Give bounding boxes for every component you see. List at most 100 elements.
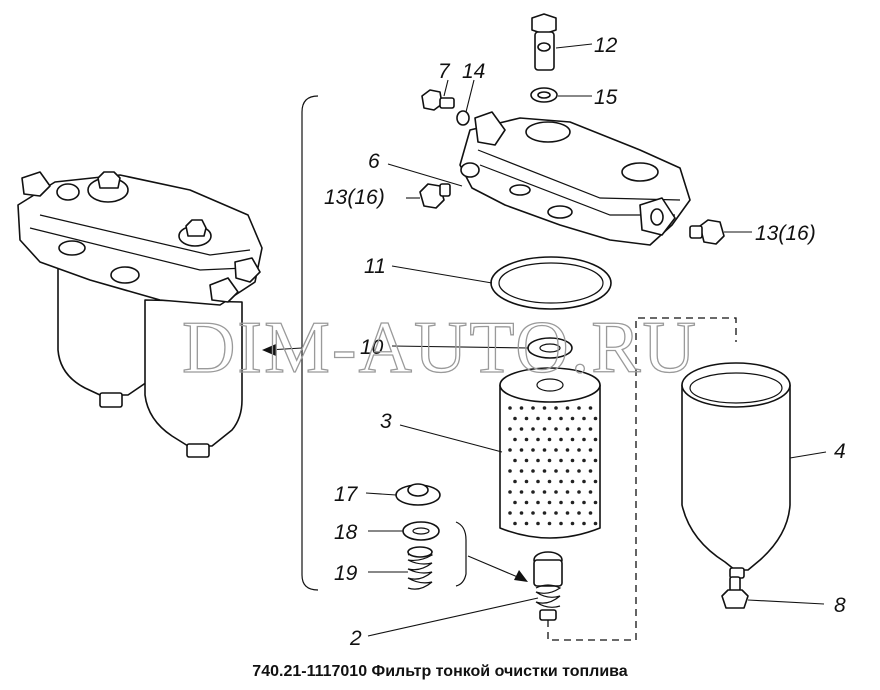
perforation-dot xyxy=(577,511,581,515)
perforation-dot xyxy=(508,511,512,515)
perforation-dot xyxy=(570,416,575,421)
perforation-dot xyxy=(542,406,547,410)
perforation-dot xyxy=(547,437,552,442)
callout-4: 4 xyxy=(834,440,846,463)
perforation-dot xyxy=(593,416,598,421)
perforation-dot xyxy=(524,500,529,505)
part-14-washer xyxy=(456,110,470,126)
perforation-dot xyxy=(570,437,575,442)
figure-caption: 740.21-1117010 Фильтр тонкой очистки топ… xyxy=(252,663,628,680)
perforation-dot xyxy=(565,427,570,431)
callout-15: 15 xyxy=(594,86,618,109)
perforation-dot xyxy=(508,490,512,494)
perforation-dot xyxy=(577,406,581,410)
perforation-dot xyxy=(559,500,563,505)
leader-lines xyxy=(365,43,827,637)
perforation-dot xyxy=(531,490,535,494)
perforation-dot xyxy=(559,416,563,421)
perforation-dot xyxy=(559,437,563,442)
perforation-dot xyxy=(531,511,535,515)
part-18-washer xyxy=(402,521,440,541)
perforation-dot xyxy=(547,479,552,484)
perforation-dot xyxy=(513,416,517,421)
perforation-dot xyxy=(513,521,517,526)
part-6-filter-head xyxy=(459,111,691,246)
perforation-dot xyxy=(519,427,524,431)
perforation-dot xyxy=(536,416,540,421)
perforation-dot xyxy=(547,458,552,463)
perforation-dot xyxy=(565,469,570,473)
perforation-dot xyxy=(559,479,563,484)
perforation-dot xyxy=(508,469,512,473)
perforation-dot xyxy=(588,469,593,473)
perforation-dot xyxy=(588,406,593,410)
perforation-dot xyxy=(582,500,586,505)
perforation-dot xyxy=(565,490,570,494)
perforation-dot xyxy=(524,521,529,526)
perforation-dot xyxy=(531,448,535,452)
perforation-dot xyxy=(577,490,581,494)
part-13-plug-left xyxy=(419,183,451,209)
perforation-dot xyxy=(519,511,524,515)
perforation-dot xyxy=(542,427,547,431)
perforation-dot xyxy=(588,427,593,431)
perforation-dot xyxy=(588,448,593,452)
perforation-dot xyxy=(570,500,575,505)
callout-labels: 12 15 7 14 6 13(16) 13(16) 11 10 3 4 17 … xyxy=(324,34,846,650)
part-8-drain-plug xyxy=(721,576,749,609)
part-13-plug-right xyxy=(689,219,725,245)
perforation-dot xyxy=(547,521,552,526)
perforation-dot xyxy=(554,490,558,494)
perforation-dot xyxy=(524,437,529,442)
perforation-dot xyxy=(565,511,570,515)
perforation-dot xyxy=(554,406,558,410)
callout-7: 7 xyxy=(438,60,451,83)
perforation-dot xyxy=(519,406,524,410)
perforation-dot xyxy=(554,511,558,515)
callout-17: 17 xyxy=(334,483,359,506)
perforation-dot xyxy=(508,427,512,431)
perforation-dot xyxy=(577,469,581,473)
perforation-dot xyxy=(531,469,535,473)
callout-13-right: 13(16) xyxy=(755,222,816,245)
part-2-valve xyxy=(533,551,563,621)
perforation-dot xyxy=(559,458,563,463)
callout-3: 3 xyxy=(380,410,392,433)
group-bracket xyxy=(301,95,319,591)
perforation-dot xyxy=(536,500,540,505)
perforation-dot xyxy=(582,479,586,484)
perforation-dot xyxy=(554,427,558,431)
perforation-dot xyxy=(559,521,563,526)
perforation-dot xyxy=(531,406,535,410)
perforation-dot xyxy=(582,437,586,442)
callout-10: 10 xyxy=(360,336,384,359)
perforation-dot xyxy=(547,500,552,505)
perforation-dot xyxy=(531,427,535,431)
perforation-dot xyxy=(542,490,547,494)
perforation-dot xyxy=(593,479,598,484)
perforation-dot xyxy=(554,469,558,473)
filter-perforations xyxy=(508,406,598,526)
perforation-dot xyxy=(570,458,575,463)
perforation-dot xyxy=(536,458,540,463)
callout-6: 6 xyxy=(368,150,380,173)
part-12-banjo-bolt xyxy=(531,13,557,71)
perforation-dot xyxy=(570,479,575,484)
perforation-dot xyxy=(593,437,598,442)
perforation-dot xyxy=(524,458,529,463)
part-11-seal-ring xyxy=(490,256,612,310)
perforation-dot xyxy=(588,490,593,494)
perforation-dot xyxy=(519,448,524,452)
perforation-dot xyxy=(593,500,598,505)
assembled-filter-drawing xyxy=(17,171,263,458)
callout-18: 18 xyxy=(334,521,358,544)
perforation-dot xyxy=(513,437,517,442)
part-3-filter-element xyxy=(499,367,601,539)
callout-14: 14 xyxy=(462,60,485,83)
perforation-dot xyxy=(565,406,570,410)
callout-13-left: 13(16) xyxy=(324,186,385,209)
perforation-dot xyxy=(593,521,598,526)
perforation-dot xyxy=(508,448,512,452)
perforation-dot xyxy=(570,521,575,526)
